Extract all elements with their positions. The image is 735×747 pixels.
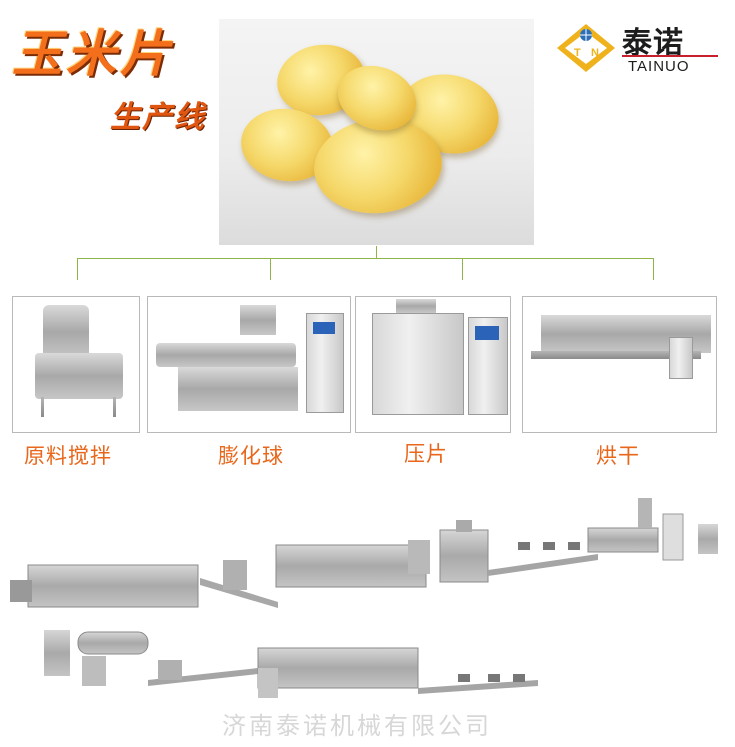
flaking-panel bbox=[355, 296, 511, 433]
connector-drop bbox=[462, 258, 463, 280]
connector-drop bbox=[77, 258, 78, 280]
step-label-drying: 烘干 bbox=[596, 444, 640, 468]
extruder-base bbox=[178, 367, 298, 411]
step-label-mixing: 原料搅拌 bbox=[24, 444, 112, 468]
flaker-body bbox=[372, 313, 464, 415]
extruder-hopper bbox=[240, 305, 276, 335]
svg-text:T: T bbox=[574, 47, 581, 59]
company-name: 济南泰诺机械有限公司 bbox=[222, 712, 492, 740]
connector-drop bbox=[270, 258, 271, 280]
product-subtitle: 生产线 bbox=[110, 100, 206, 135]
mixer-tank bbox=[35, 353, 123, 399]
step-label-flaking: 压片 bbox=[404, 442, 448, 466]
mixer-leg bbox=[113, 397, 116, 417]
control-cabinet bbox=[306, 313, 344, 413]
tainuo-logo-icon: T N bbox=[557, 24, 615, 72]
dryer-control-box bbox=[669, 337, 693, 379]
connector-stem bbox=[376, 246, 377, 258]
control-screen bbox=[475, 326, 499, 340]
mixer-leg bbox=[41, 397, 44, 417]
extruder-panel bbox=[147, 296, 351, 433]
corn-flakes-photo bbox=[219, 19, 534, 245]
connector-drop bbox=[653, 258, 654, 280]
svg-text:N: N bbox=[591, 47, 599, 59]
flaker-hopper bbox=[396, 299, 436, 313]
connector-bar bbox=[77, 258, 654, 259]
mixer-panel bbox=[12, 296, 140, 433]
dryer-panel bbox=[522, 296, 717, 433]
step-label-puffing: 膨化球 bbox=[218, 444, 284, 468]
control-screen bbox=[313, 322, 335, 334]
extruder-barrel bbox=[156, 343, 296, 367]
production-line-illustration bbox=[10, 498, 718, 698]
mixer-drum bbox=[43, 305, 89, 359]
product-title: 玉米片 bbox=[12, 24, 174, 83]
brand-name-en: TAINUO bbox=[628, 58, 690, 75]
logo-divider bbox=[622, 55, 718, 57]
flaker-control-cabinet bbox=[468, 317, 508, 415]
dryer-conveyor bbox=[531, 351, 701, 359]
